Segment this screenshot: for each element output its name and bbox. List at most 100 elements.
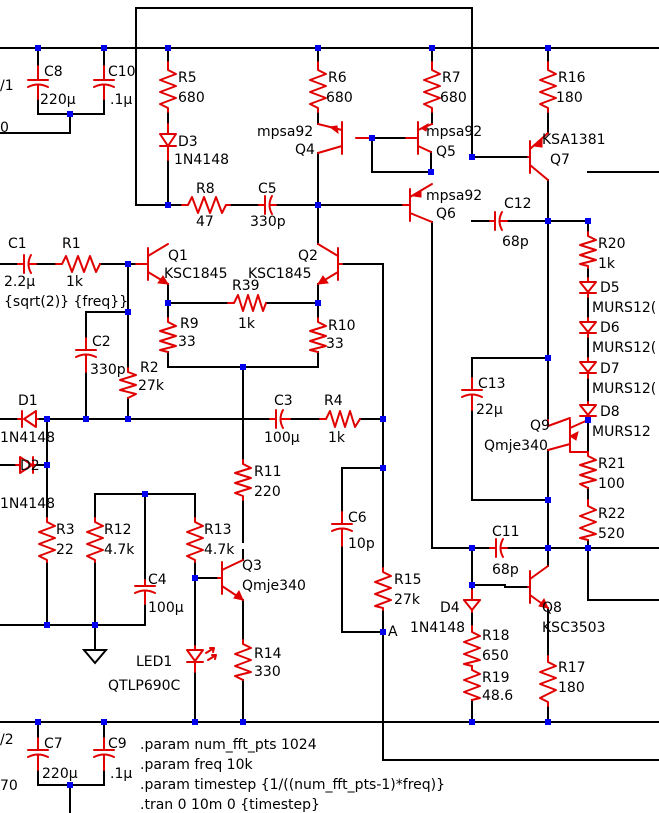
label-q4: Q4: [295, 142, 315, 158]
label-c8-value: 220µ: [40, 92, 76, 108]
led-led1: [186, 645, 217, 673]
label-q7-model: KSA1381: [542, 132, 606, 148]
label-r20: R20: [598, 236, 626, 252]
label-r14: R14: [254, 646, 282, 662]
resistor-r39: [227, 294, 267, 312]
label-d6: D6: [600, 320, 620, 336]
label-frag1: /1: [0, 78, 14, 94]
label-r12: R12: [104, 522, 132, 538]
resistor-r11: [234, 459, 252, 501]
label-r19-value: 48.6: [482, 688, 513, 704]
label-c2: C2: [92, 334, 111, 350]
label-r8-value: 47: [196, 214, 214, 230]
capacitor-c9: [93, 737, 115, 771]
label-r7-value: 680: [440, 90, 467, 106]
label-r9-value: 33: [178, 334, 196, 350]
label-r1-value: 1k: [66, 274, 84, 290]
label-r11-value: 220: [254, 484, 281, 500]
diode-d8: [579, 401, 597, 421]
directive-line: .param freq 10k: [140, 757, 253, 773]
label-r14-value: 330: [254, 664, 281, 680]
label-r39-value: 1k: [238, 316, 256, 332]
label-q3-model: Qmje340: [242, 578, 306, 594]
resistor-r18: [463, 625, 481, 667]
label-r21-value: 100: [598, 476, 625, 492]
label-q9: Q9: [530, 418, 550, 434]
resistor-r1: [55, 255, 101, 273]
diode-d1: [17, 410, 39, 428]
label-r19: R19: [482, 670, 510, 686]
label-q9-model: Qmje340: [484, 438, 548, 454]
label-d7: D7: [600, 361, 620, 377]
label-frag4: 70: [0, 778, 18, 794]
label-q3: Q3: [242, 558, 262, 574]
label-c10-value: .1µ: [110, 92, 132, 108]
transistor-q9: [547, 417, 589, 453]
directive-line: .param timestep {1/((num_fft_pts-1)*freq…: [140, 777, 445, 793]
label-r2-value: 27k: [138, 378, 165, 394]
transistor-q7: [527, 132, 549, 181]
label-q5: Q5: [436, 144, 456, 160]
capacitor-c2: [75, 337, 97, 373]
label-r16: R16: [558, 70, 586, 86]
resistor-r22: [579, 499, 597, 541]
label-r7: R7: [442, 70, 461, 86]
label-d1-value: 1N4148: [0, 430, 55, 446]
label-led1-value: QTLP690C: [108, 678, 181, 694]
transistor-q6: [402, 183, 433, 223]
resistor-r7: [423, 61, 441, 113]
label-d5-value: MURS12(: [592, 300, 656, 316]
capacitor-c8: [27, 65, 49, 100]
label-q8: Q8: [542, 600, 562, 616]
label-r8: R8: [196, 181, 215, 197]
resistor-r12: [86, 517, 104, 563]
resistor-r15: [374, 567, 392, 611]
transistor-q5: [405, 121, 433, 155]
resistor-r5: [159, 61, 177, 113]
label-c13: C13: [478, 376, 506, 392]
label-c12-value: 68p: [502, 234, 529, 250]
label-r17-value: 180: [558, 680, 585, 696]
label-source-params: {sqrt(2)} {freq}}: [4, 294, 128, 310]
transistor-q8: [527, 565, 549, 609]
capacitor-c6: [331, 511, 353, 547]
resistor-r13: [186, 517, 204, 563]
resistor-r10: [309, 317, 327, 353]
diode-d7: [579, 357, 597, 379]
transistor-q2: [317, 243, 343, 285]
label-c4-value: 100µ: [148, 600, 184, 616]
label-r5: R5: [178, 70, 197, 86]
capacitor-c1: [17, 254, 37, 274]
components: [15, 61, 597, 771]
transistor-q3: [217, 559, 244, 601]
capacitor-c4: [134, 579, 156, 605]
label-frag2: 0: [0, 120, 9, 136]
spice-directives: .param num_fft_pts 1024 .param freq 10k …: [140, 737, 445, 813]
resistor-r3: [38, 517, 56, 563]
label-r18: R18: [482, 628, 510, 644]
label-c5-value: 330p: [250, 214, 286, 230]
label-d8-value: MURS12: [592, 424, 651, 440]
label-d1: D1: [18, 393, 38, 409]
label-d4: D4: [440, 600, 460, 616]
label-q6-model: mpsa92: [426, 188, 482, 204]
label-net-a: A: [388, 624, 398, 640]
resistor-r8: [181, 196, 231, 214]
label-d4-value: 1N4148: [410, 620, 465, 636]
resistor-r9: [159, 317, 177, 353]
label-frag3: /2: [0, 732, 14, 748]
label-r11: R11: [254, 464, 282, 480]
label-r5-value: 680: [178, 90, 205, 106]
label-r9: R9: [180, 316, 199, 332]
directive-line: .tran 0 10m 0 {timestep}: [140, 797, 320, 813]
junction-dots: [35, 45, 591, 788]
label-r15: R15: [394, 572, 422, 588]
label-c2-value: 330p: [90, 362, 126, 378]
label-d2: D2: [20, 458, 40, 474]
label-r3-value: 22: [56, 542, 74, 558]
label-c1: C1: [8, 236, 27, 252]
label-d6-value: MURS12(: [592, 340, 656, 356]
label-c11-value: 68p: [492, 562, 519, 578]
label-r16-value: 180: [556, 90, 583, 106]
label-q2-model: KSC1845: [248, 266, 311, 282]
